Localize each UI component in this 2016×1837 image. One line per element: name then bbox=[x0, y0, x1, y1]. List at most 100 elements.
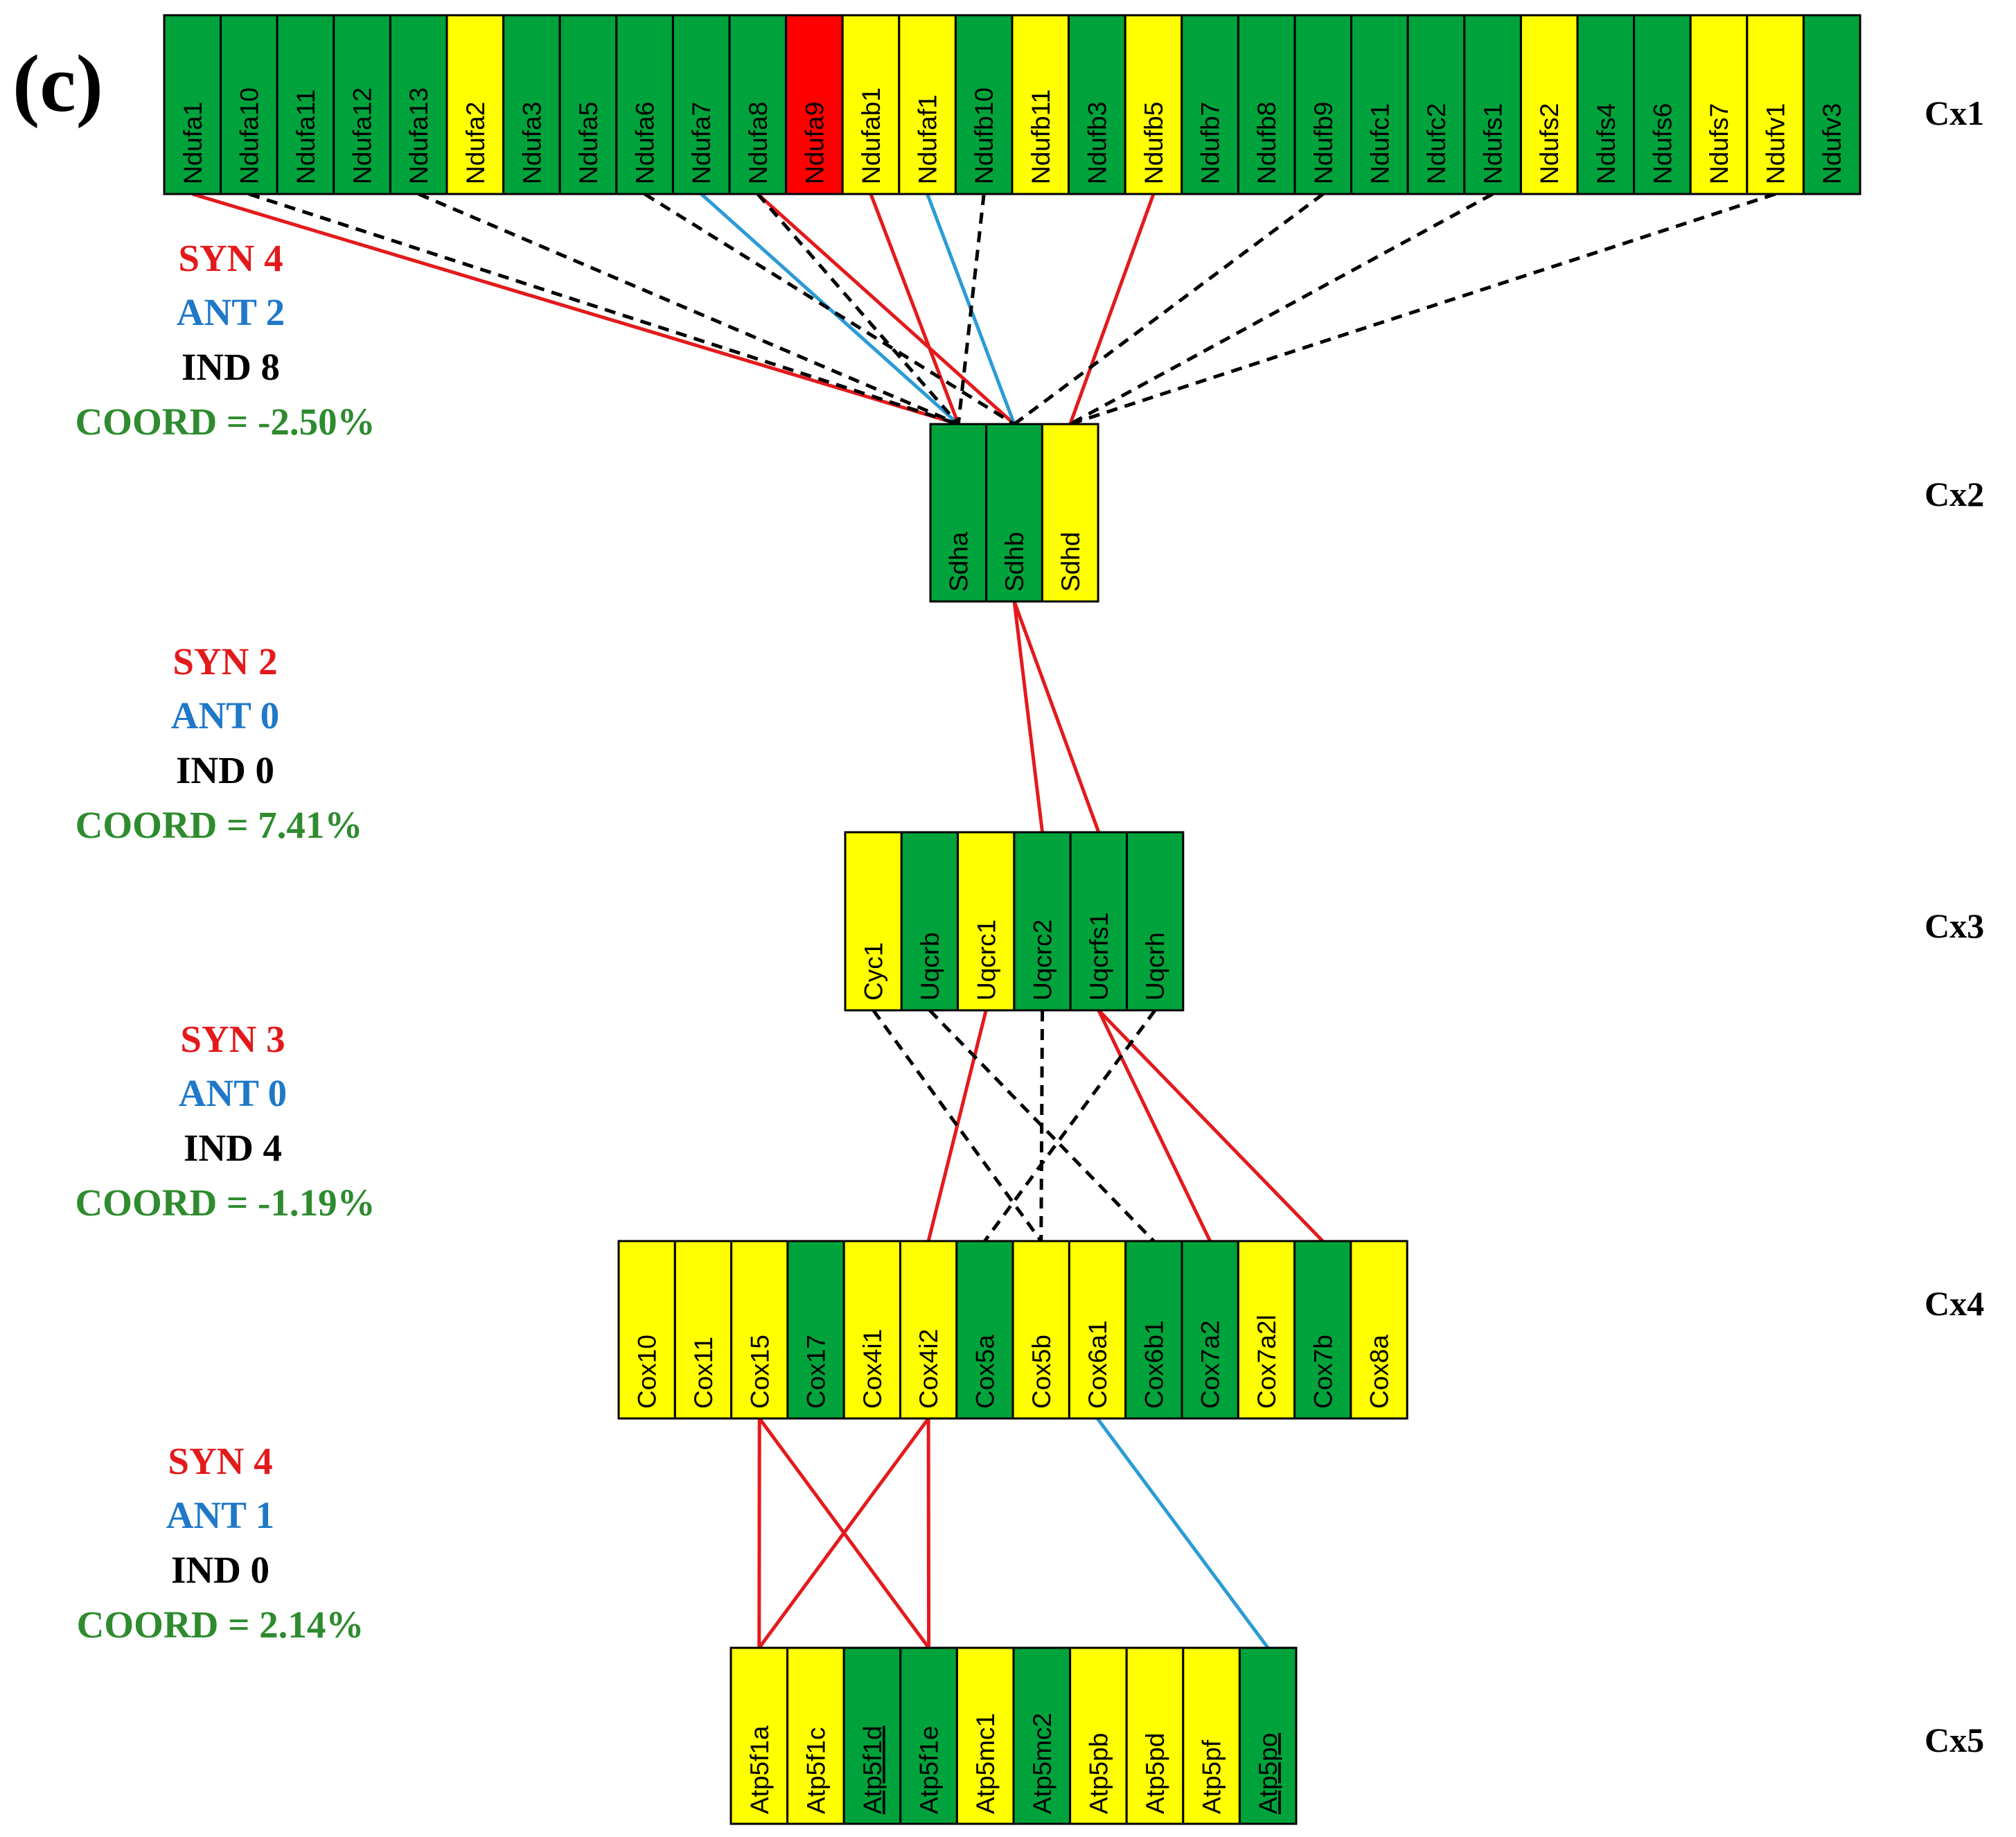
gene-cell bbox=[1068, 1240, 1127, 1420]
gene-cox5a: Cox5a bbox=[955, 1240, 1014, 1420]
gene-ndufa8: Ndufa8 bbox=[728, 14, 788, 195]
gene-label: Atp5po bbox=[1254, 1733, 1282, 1814]
gene-label: Ndufa2 bbox=[461, 102, 490, 184]
ind-link bbox=[983, 1009, 1157, 1242]
gene-atp5f1d: Atp5f1d bbox=[842, 1646, 902, 1825]
gene-label: Ndufs4 bbox=[1592, 103, 1620, 184]
gene-ndufa11: Ndufa11 bbox=[276, 14, 335, 195]
ant-link bbox=[1096, 1417, 1270, 1649]
gene-cell bbox=[899, 1646, 958, 1825]
coord-value: COORD = -2.50% bbox=[75, 401, 375, 443]
ant-count: ANT 0 bbox=[171, 694, 279, 737]
gene-cell bbox=[1576, 14, 1636, 195]
gene-label: Atp5pb bbox=[1084, 1733, 1113, 1814]
gene-cox4i1: Cox4i1 bbox=[842, 1240, 901, 1420]
gene-cell bbox=[1011, 14, 1070, 195]
gene-cell bbox=[1293, 1240, 1352, 1420]
coord-value: COORD = 7.41% bbox=[76, 804, 363, 846]
gene-label: Atp5mc1 bbox=[971, 1713, 1000, 1814]
gene-cox17: Cox17 bbox=[786, 1240, 845, 1420]
ind-count: IND 4 bbox=[184, 1127, 282, 1169]
gene-label: Ndufs6 bbox=[1648, 103, 1677, 184]
gene-cox15: Cox15 bbox=[730, 1240, 789, 1420]
syn-link bbox=[757, 193, 1016, 425]
gene-label: Ndufa8 bbox=[744, 102, 772, 184]
ind-link bbox=[928, 1009, 1156, 1242]
gene-ndufa7: Ndufa7 bbox=[671, 14, 731, 195]
gene-uqcrc1: Uqcrc1 bbox=[957, 831, 1016, 1012]
gene-ndufc1: Ndufc1 bbox=[1350, 14, 1409, 195]
gene-cell bbox=[844, 831, 903, 1012]
gene-label: Ndufa11 bbox=[292, 89, 320, 184]
syn-count: SYN 4 bbox=[168, 1440, 272, 1482]
gene-label: Ndufb7 bbox=[1196, 102, 1225, 184]
gene-cell bbox=[842, 1240, 901, 1420]
syn-link bbox=[1012, 601, 1045, 833]
gene-cell bbox=[502, 14, 561, 195]
links-layer bbox=[192, 192, 1776, 1649]
stats-cx1-cx2: SYN 4 ANT 2 IND 8 COORD = -2.50% bbox=[75, 237, 375, 443]
gene-cell bbox=[558, 14, 618, 195]
gene-uqcrh: Uqcrh bbox=[1126, 831, 1185, 1012]
gene-label: Ndufb10 bbox=[970, 87, 998, 184]
gene-cell bbox=[1069, 831, 1128, 1012]
gene-label: Ndufs2 bbox=[1535, 103, 1564, 184]
gene-cox6b1: Cox6b1 bbox=[1124, 1240, 1183, 1420]
gene-cell bbox=[1293, 14, 1353, 195]
ind-link bbox=[756, 193, 960, 425]
gene-cox8a: Cox8a bbox=[1350, 1240, 1408, 1420]
gene-label: Uqcrfs1 bbox=[1085, 913, 1113, 1001]
gene-atp5mc1: Atp5mc1 bbox=[955, 1646, 1015, 1825]
gene-cell bbox=[898, 14, 957, 195]
gene-label: Ndufa12 bbox=[348, 87, 377, 184]
ind-count: IND 8 bbox=[182, 346, 280, 388]
gene-atp5pb: Atp5pb bbox=[1069, 1646, 1128, 1825]
gene-label: Cox10 bbox=[633, 1335, 662, 1409]
gene-sdhd: Sdhd bbox=[1041, 423, 1099, 603]
gene-ndufa3: Ndufa3 bbox=[502, 14, 561, 195]
gene-cell bbox=[1182, 1646, 1241, 1825]
cx1-label: Cx1 bbox=[1925, 94, 1984, 132]
gene-cell bbox=[671, 14, 731, 195]
gene-ndufb5: Ndufb5 bbox=[1124, 14, 1183, 195]
gene-label: Ndufa3 bbox=[518, 102, 546, 184]
gene-label: Cyc1 bbox=[860, 942, 888, 1001]
gene-cell bbox=[841, 14, 901, 195]
gene-label: Cox7a2 bbox=[1196, 1320, 1225, 1409]
gene-atp5pd: Atp5pd bbox=[1125, 1646, 1185, 1825]
gene-label: Cox7a2l bbox=[1253, 1315, 1281, 1409]
syn-link bbox=[926, 1010, 988, 1242]
gene-cell bbox=[1802, 14, 1862, 195]
ind-link bbox=[1069, 192, 1776, 426]
gene-cell bbox=[1181, 14, 1239, 195]
gene-cox7a2l: Cox7a2l bbox=[1237, 1240, 1296, 1420]
ant-count: ANT 0 bbox=[179, 1072, 287, 1114]
syn-count: SYN 3 bbox=[180, 1018, 285, 1060]
gene-atp5f1e: Atp5f1e bbox=[899, 1646, 958, 1825]
gene-cell bbox=[1125, 1646, 1185, 1825]
cx2-label: Cx2 bbox=[1925, 475, 1984, 513]
gene-cell bbox=[730, 1240, 789, 1420]
gene-label: Ndufb9 bbox=[1309, 102, 1338, 184]
gene-cox7b: Cox7b bbox=[1293, 1240, 1352, 1420]
gene-label: Ndufb8 bbox=[1253, 102, 1281, 184]
gene-label: Ndufc2 bbox=[1422, 103, 1451, 184]
gene-label: Ndufv1 bbox=[1762, 103, 1790, 184]
gene-atp5po: Atp5po bbox=[1238, 1646, 1298, 1825]
gene-label: Ndufab1 bbox=[857, 87, 885, 184]
gene-cyc1: Cyc1 bbox=[844, 831, 903, 1012]
gene-label: Cox4i2 bbox=[914, 1329, 943, 1409]
gene-label: Ndufa7 bbox=[687, 102, 716, 184]
gene-cell bbox=[955, 1646, 1015, 1825]
ant-link bbox=[700, 193, 960, 425]
gene-ndufaf1: Ndufaf1 bbox=[898, 14, 957, 195]
gene-label: Cox6a1 bbox=[1084, 1320, 1112, 1409]
cx4-label: Cx4 bbox=[1925, 1284, 1984, 1323]
gene-ndufs7: Ndufs7 bbox=[1689, 14, 1749, 195]
gene-label: Ndufa13 bbox=[405, 87, 433, 184]
gene-ndufs1: Ndufs1 bbox=[1463, 14, 1522, 195]
cx5-label: Cx5 bbox=[1925, 1721, 1984, 1759]
gene-label: Cox5a bbox=[971, 1335, 999, 1409]
gene-cell bbox=[1124, 1240, 1183, 1420]
